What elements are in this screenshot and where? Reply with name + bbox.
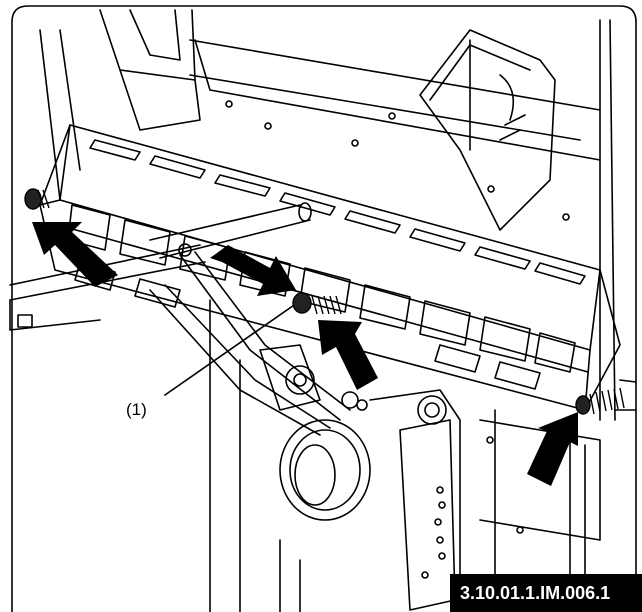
arrow-icon xyxy=(210,245,296,296)
lower-mechanism xyxy=(209,299,637,612)
left-chute xyxy=(99,9,201,131)
rear-housing xyxy=(39,19,616,421)
connecting-rod xyxy=(9,202,312,301)
spring-center xyxy=(292,292,342,315)
spring-right xyxy=(575,387,625,415)
callout-label: (1) xyxy=(126,400,147,419)
spring-left xyxy=(24,188,50,210)
arrow-icon xyxy=(318,320,378,390)
lower-linkage xyxy=(9,251,368,436)
arrow-icon xyxy=(32,222,118,287)
arrow-icon xyxy=(527,412,578,486)
figure-id-label: 3.10.01.1.IM.006.1 xyxy=(450,574,642,612)
perforated-beam xyxy=(39,124,621,411)
callout-leader-line xyxy=(164,302,298,396)
frame-outline xyxy=(11,5,637,612)
right-chute xyxy=(419,29,556,231)
